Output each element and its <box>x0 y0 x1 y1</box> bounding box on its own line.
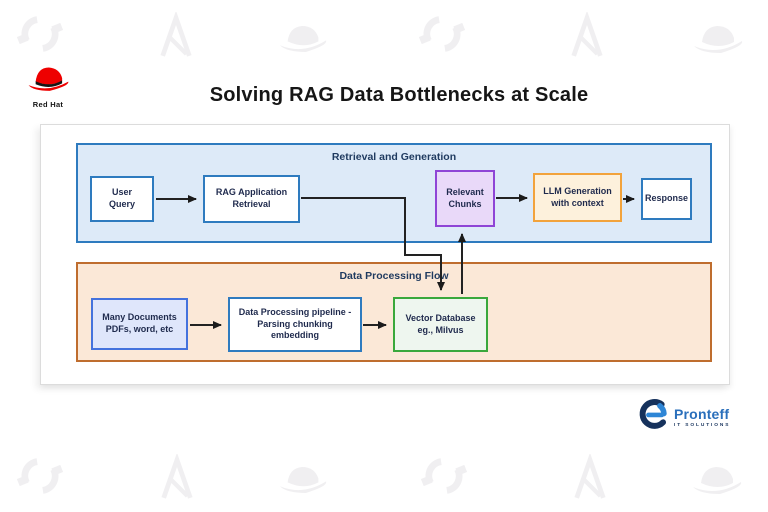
section-processing-label: Data Processing Flow <box>339 270 449 282</box>
node-many-documents: Many Documents PDFs, word, etc <box>91 298 188 350</box>
pronteff-wordmark: Pronteff IT SOLUTIONS <box>674 406 730 428</box>
pronteff-subtitle: IT SOLUTIONS <box>674 423 731 428</box>
ansible-icon <box>158 454 196 500</box>
openshift-icon <box>17 453 63 499</box>
node-llm-generation-with-context: LLM Generation with context <box>533 173 622 222</box>
node-relevant-chunks: Relevant Chunks <box>435 170 495 227</box>
section-retrieval-label: Retrieval and Generation <box>331 151 457 163</box>
redhat-fedora-icon <box>692 22 744 56</box>
ansible-icon <box>571 454 609 500</box>
node-rag-application-retrieval: RAG Application Retrieval <box>203 175 300 223</box>
node-vector-database: Vector Database eg., Milvus <box>393 297 488 352</box>
ansible-icon <box>157 12 195 58</box>
pronteff-mark-icon <box>636 398 669 436</box>
redhat-fedora-icon <box>278 463 328 496</box>
redhat-fedora-icon <box>278 22 328 55</box>
openshift-icon <box>421 453 467 499</box>
redhat-logo-label: Red Hat <box>32 100 64 109</box>
openshift-icon <box>419 11 465 57</box>
redhat-logo: Red Hat <box>22 64 74 109</box>
pronteff-logo: Pronteff IT SOLUTIONS <box>636 398 730 436</box>
redhat-fedora-icon <box>691 463 743 497</box>
ansible-icon <box>568 12 606 58</box>
node-data-processing-pipeline: Data Processing pipeline - Parsing chunk… <box>228 297 362 352</box>
node-response: Response <box>641 178 692 220</box>
redhat-fedora-icon <box>25 67 71 98</box>
node-user-query: User Query <box>90 176 154 222</box>
openshift-icon <box>17 11 63 57</box>
page-title: Solving RAG Data Bottlenecks at Scale <box>209 84 589 106</box>
pronteff-name: Pronteff <box>674 406 730 422</box>
